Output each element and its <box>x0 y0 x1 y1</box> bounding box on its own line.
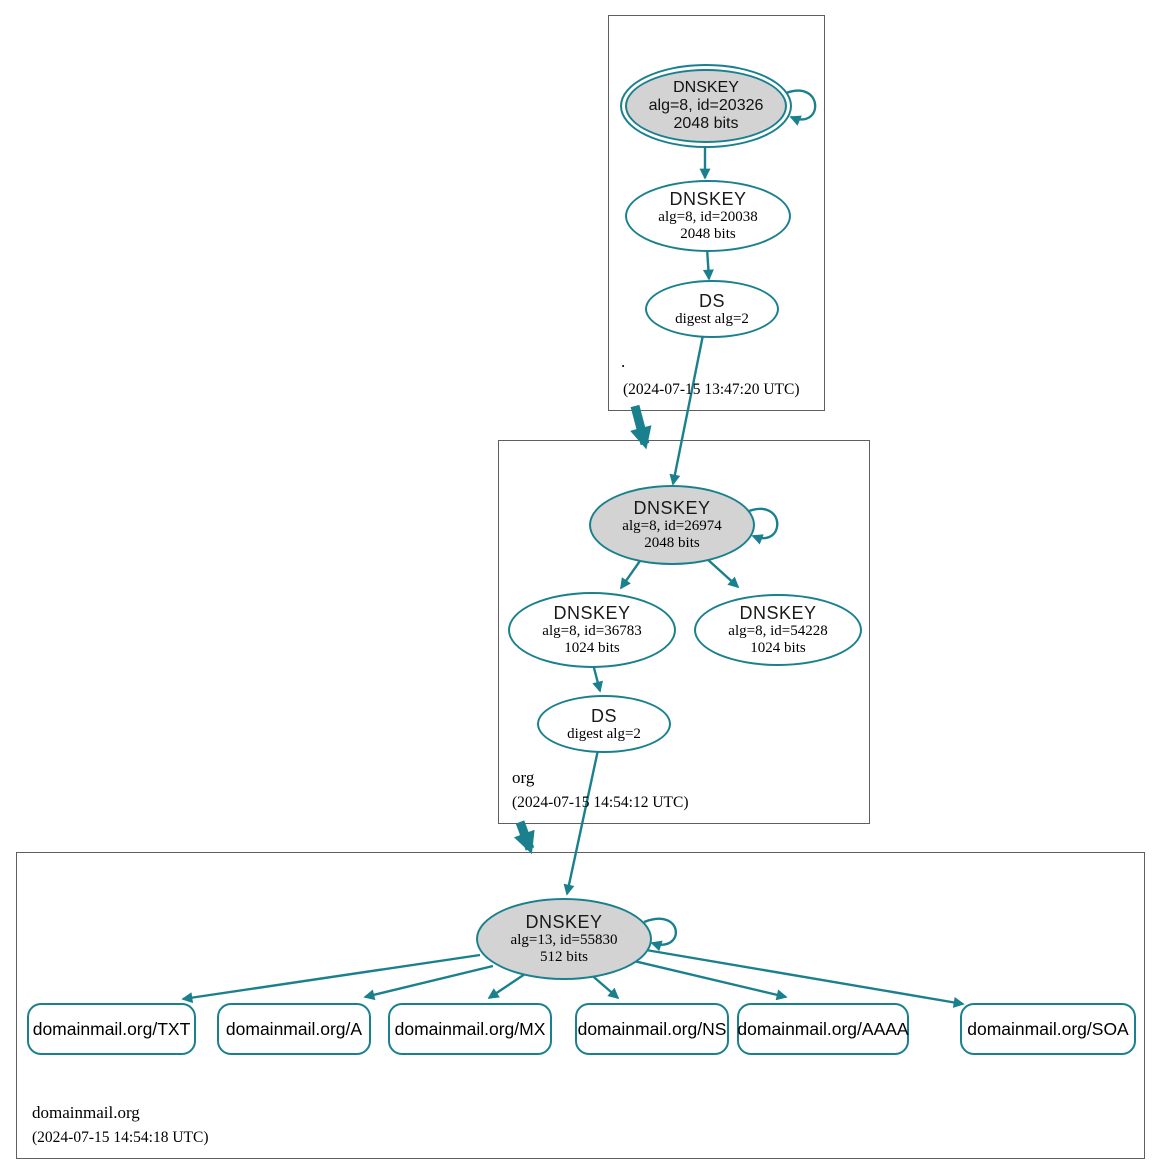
node-alg-id: alg=13, id=55830 <box>510 932 618 948</box>
zone-timestamp-root: (2024-07-15 13:47:20 UTC) <box>623 381 800 398</box>
node-root-ksk-inner: DNSKEY alg=8, id=20326 2048 bits <box>625 69 787 143</box>
node-bits: 2048 bits <box>644 535 700 551</box>
node-title: DNSKEY <box>739 603 817 623</box>
node-title: DS <box>698 290 725 311</box>
node-title: DS <box>590 705 617 726</box>
node-root-ds[interactable]: DS digest alg=2 <box>645 280 779 338</box>
node-title: DNSKEY <box>525 912 603 932</box>
node-root-ksk-dnskey[interactable]: DNSKEY alg=8, id=20326 2048 bits <box>620 64 792 148</box>
node-title: DNSKEY <box>669 189 747 209</box>
node-bits: 2048 bits <box>680 226 736 242</box>
node-org-zsk2-dnskey[interactable]: DNSKEY alg=8, id=54228 1024 bits <box>694 594 862 666</box>
node-root-zsk-dnskey[interactable]: DNSKEY alg=8, id=20038 2048 bits <box>625 180 791 252</box>
edge-delegation-org-to-domainmail <box>513 820 535 855</box>
zone-timestamp-domainmail: (2024-07-15 14:54:18 UTC) <box>32 1129 209 1146</box>
node-bits: 512 bits <box>540 949 588 965</box>
node-org-ds[interactable]: DS digest alg=2 <box>537 695 671 753</box>
node-alg-id: alg=8, id=54228 <box>728 623 828 639</box>
zone-box-root <box>608 15 825 411</box>
node-bits: 1024 bits <box>564 640 620 656</box>
zone-label-org: org <box>512 768 535 787</box>
rrset-domainmail-ns[interactable]: domainmail.org/NS <box>575 1003 729 1055</box>
node-digest: digest alg=2 <box>675 310 749 327</box>
node-org-ksk-dnskey[interactable]: DNSKEY alg=8, id=26974 2048 bits <box>589 485 755 565</box>
rrset-domainmail-aaaa[interactable]: domainmail.org/AAAA <box>737 1003 909 1055</box>
node-alg-id: alg=8, id=36783 <box>542 623 642 639</box>
rrset-domainmail-soa[interactable]: domainmail.org/SOA <box>960 1003 1136 1055</box>
node-title: DNSKEY <box>633 498 711 518</box>
node-digest: digest alg=2 <box>567 725 641 742</box>
node-org-zsk1-dnskey[interactable]: DNSKEY alg=8, id=36783 1024 bits <box>508 592 676 668</box>
node-alg-id: alg=8, id=26974 <box>622 518 722 534</box>
node-bits: 1024 bits <box>750 640 806 656</box>
rrset-domainmail-mx[interactable]: domainmail.org/MX <box>388 1003 552 1055</box>
edge-delegation-root-to-org <box>630 404 652 450</box>
node-title: DNSKEY <box>553 603 631 623</box>
zone-label-domainmail: domainmail.org <box>32 1103 140 1122</box>
node-alg-id: alg=8, id=20038 <box>658 209 758 225</box>
node-bits: 2048 bits <box>673 115 739 132</box>
rrset-domainmail-txt[interactable]: domainmail.org/TXT <box>27 1003 196 1055</box>
rrset-domainmail-a[interactable]: domainmail.org/A <box>217 1003 371 1055</box>
zone-label-root: . <box>621 352 626 371</box>
node-alg-id: alg=8, id=20326 <box>648 97 764 114</box>
zone-timestamp-org: (2024-07-15 14:54:12 UTC) <box>512 794 689 811</box>
node-title: DNSKEY <box>673 79 739 96</box>
node-domainmail-ksk-dnskey[interactable]: DNSKEY alg=13, id=55830 512 bits <box>476 898 652 980</box>
